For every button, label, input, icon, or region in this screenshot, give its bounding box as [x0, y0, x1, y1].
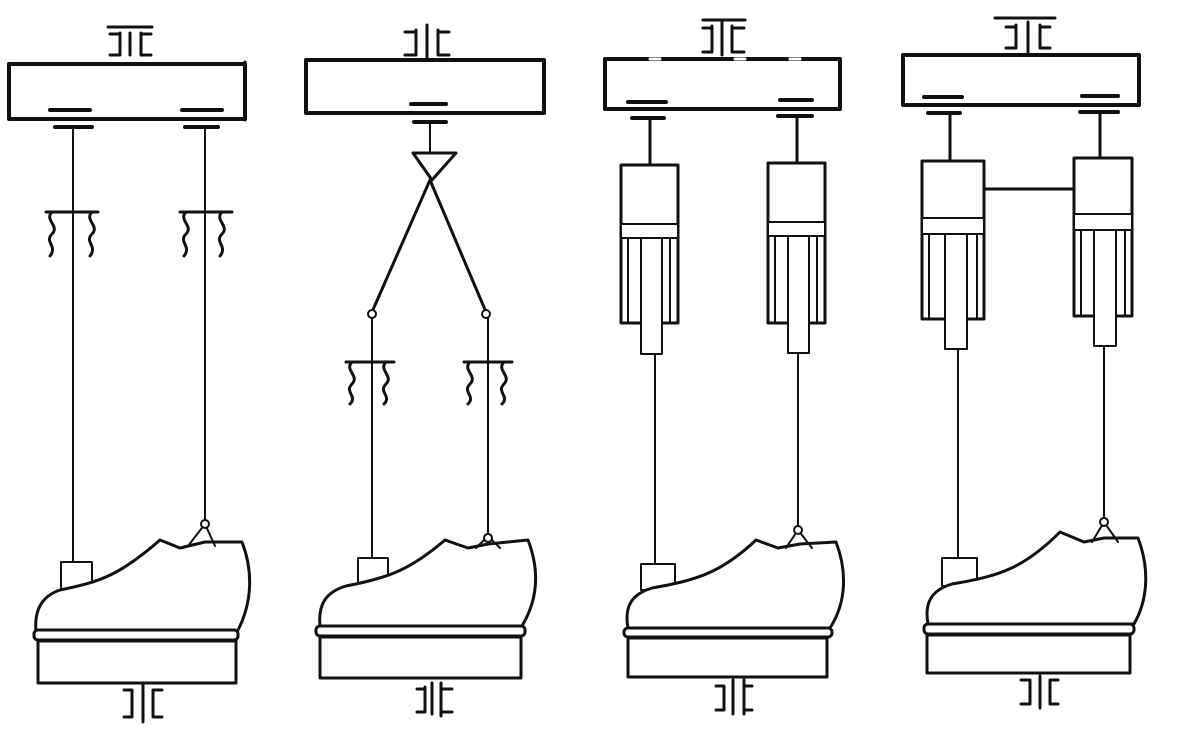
- right-spring-symbol: [462, 360, 514, 406]
- bottom-bearing-symbol: [714, 678, 754, 716]
- panel-3: [603, 18, 845, 716]
- shoe-upper: [625, 538, 845, 630]
- left-spring-symbol: [44, 210, 100, 258]
- sole-strip: [622, 626, 834, 639]
- sole-strip: [314, 624, 527, 638]
- top-bearing-symbol: [701, 18, 747, 57]
- left-link-pivot: [367, 309, 377, 319]
- left-cylinder: [619, 163, 680, 355]
- sole-strip: [32, 628, 240, 642]
- right-pad: [776, 98, 814, 118]
- toe-pivot: [200, 519, 210, 529]
- top-bearing-symbol: [403, 23, 451, 60]
- toe-pivot: [483, 533, 493, 543]
- upper-platen: [901, 53, 1141, 107]
- panel-4: [901, 16, 1148, 710]
- panel-2: [304, 23, 546, 718]
- panel-1: [7, 25, 252, 724]
- lower-platen: [318, 635, 523, 680]
- left-pad: [922, 95, 964, 115]
- sole-strip: [922, 622, 1136, 636]
- bottom-bearing-symbol: [1019, 674, 1060, 710]
- right-pad: [180, 108, 224, 129]
- lower-platen: [925, 633, 1132, 675]
- top-bearing-symbol: [106, 25, 154, 57]
- upper-platen: [304, 58, 546, 115]
- right-link: [428, 178, 488, 314]
- left-pad: [626, 100, 668, 120]
- left-pad: [48, 108, 94, 129]
- right-spring-symbol: [178, 210, 234, 258]
- toe-pivot: [1099, 517, 1109, 527]
- bottom-bearing-symbol: [415, 681, 454, 718]
- toe-pivot: [793, 525, 803, 535]
- shoe-upper: [318, 538, 537, 628]
- lower-platen: [626, 636, 829, 679]
- right-cylinder: [1072, 156, 1134, 347]
- upper-platen: [603, 57, 842, 111]
- wedge: [411, 151, 458, 182]
- right-cylinder: [766, 161, 827, 354]
- top-bearing-symbol: [993, 16, 1057, 54]
- left-cylinder: [920, 159, 986, 350]
- left-link: [370, 178, 432, 314]
- shoe-upper: [34, 538, 252, 634]
- left-spring-symbol: [344, 360, 396, 406]
- bottom-bearing-symbol: [122, 682, 164, 724]
- right-link-pivot: [481, 309, 491, 319]
- lower-platen: [36, 639, 238, 685]
- shoe-upper: [925, 530, 1148, 626]
